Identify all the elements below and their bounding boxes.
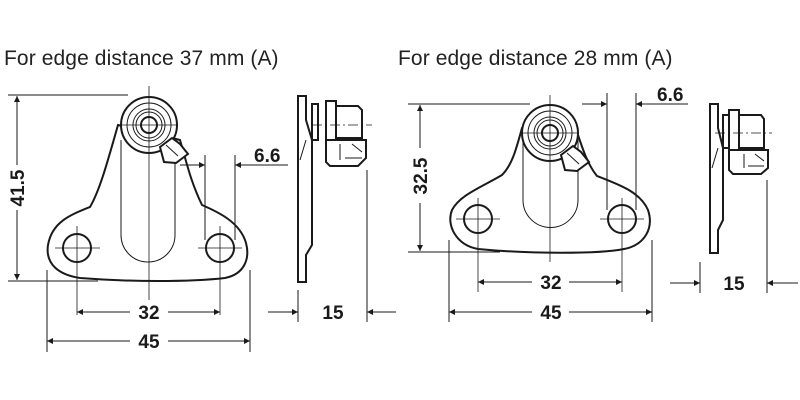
dimension-label: 41.5 [8, 169, 29, 206]
side-view-left [297, 95, 372, 283]
dimension-label: 45 [540, 303, 562, 324]
dimension-label: 32 [540, 273, 561, 294]
dimension-label: 32.5 [411, 157, 432, 194]
dimension-height-right: 32.5 [408, 103, 530, 253]
dimension-label: 32 [138, 303, 159, 324]
side-view-right [709, 103, 772, 254]
dimension-label: 6.6 [254, 146, 280, 167]
dimension-depth-left: 15 [268, 170, 396, 324]
dimension-offset-right: 6.6 [582, 85, 688, 210]
dimension-widths-left: 32 45 [46, 270, 251, 353]
dimension-height-left: 41.5 [8, 94, 128, 282]
dimension-label: 15 [723, 274, 745, 295]
dimension-widths-right: 32 45 [448, 240, 653, 324]
figure-caption-right: For edge distance 28 mm (A) [398, 47, 673, 70]
figure-caption-left: For edge distance 37 mm (A) [4, 47, 279, 70]
front-view-right [449, 95, 651, 292]
dimension-label: 45 [138, 332, 160, 353]
dimension-label: 15 [322, 303, 344, 324]
front-view-left [46, 86, 249, 315]
dimension-offset-left: 6.6 [180, 146, 288, 240]
dimension-depth-right: 15 [670, 180, 798, 295]
dimension-label: 6.6 [657, 85, 683, 106]
